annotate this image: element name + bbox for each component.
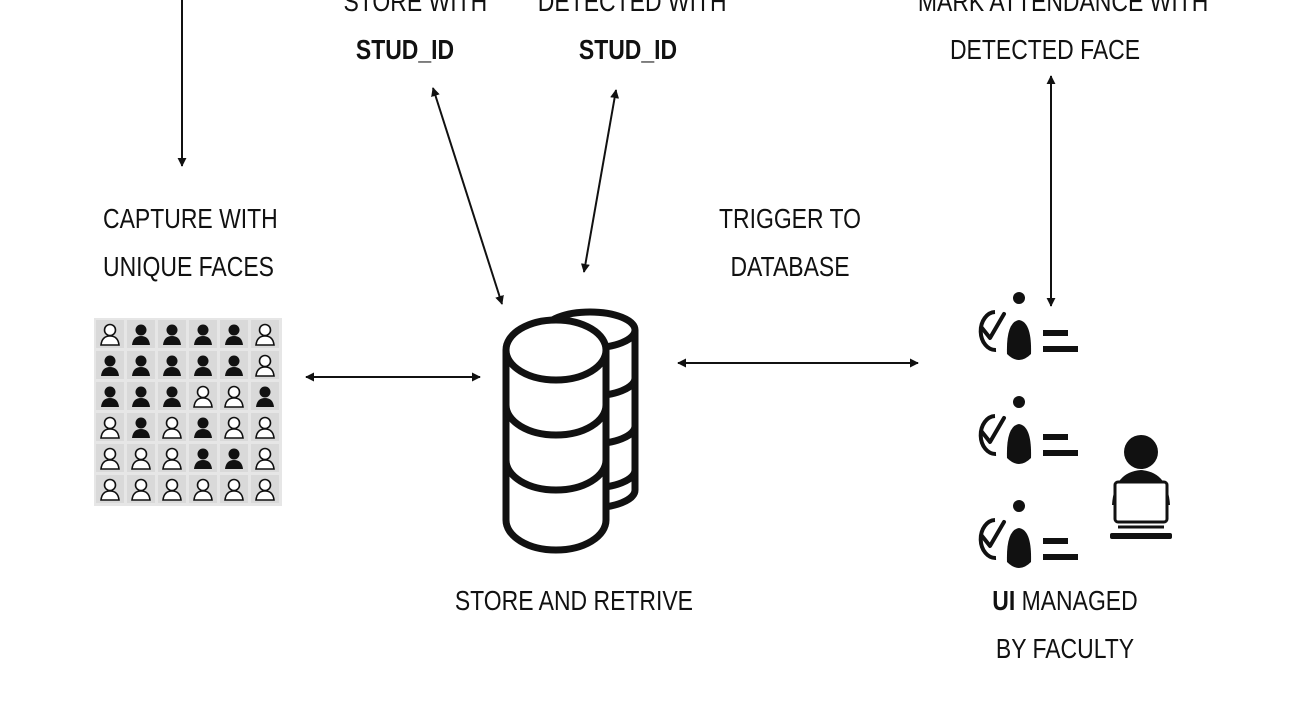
face-tile <box>220 320 248 348</box>
face-tile <box>96 413 124 441</box>
face-tile <box>251 382 279 410</box>
face-tile <box>189 475 217 503</box>
face-tile <box>220 351 248 379</box>
face-tile <box>158 413 186 441</box>
face-tile <box>158 444 186 472</box>
face-tile <box>127 320 155 348</box>
face-tile <box>220 413 248 441</box>
face-tile <box>220 444 248 472</box>
face-tile <box>96 382 124 410</box>
checklist-item <box>978 292 1078 360</box>
face-tile <box>189 351 217 379</box>
database-icon <box>502 308 639 554</box>
face-tile <box>96 444 124 472</box>
face-tile <box>189 444 217 472</box>
face-tile <box>96 320 124 348</box>
checklist-item <box>978 500 1078 568</box>
label-capture-unique-faces: CAPTURE WITH UNIQUE FACES <box>103 203 278 282</box>
face-tile <box>158 475 186 503</box>
arrow-detected-stud-id <box>580 89 620 273</box>
face-grid-icon <box>94 318 282 506</box>
face-tile <box>220 382 248 410</box>
face-tile <box>251 320 279 348</box>
face-tile <box>127 413 155 441</box>
admin-laptop-icon <box>1110 435 1172 539</box>
face-tile <box>158 351 186 379</box>
face-tile <box>189 413 217 441</box>
face-tile <box>96 475 124 503</box>
label-ui-managed-by-faculty: UI MANAGED BY FACULTY <box>992 585 1138 664</box>
face-tile <box>158 382 186 410</box>
face-tile <box>189 382 217 410</box>
label-store-with-stud-id: STORE WITH STUD_ID <box>343 0 488 65</box>
face-tile <box>251 351 279 379</box>
face-tile <box>127 444 155 472</box>
label-ui-bold: UI <box>992 585 1016 616</box>
label-detected-with-stud-id: DETECTED WITH STUD_ID <box>537 0 727 65</box>
label-store-and-retrive: STORE AND RETRIVE <box>454 585 693 616</box>
face-tile <box>189 320 217 348</box>
face-tile <box>127 351 155 379</box>
face-tile <box>96 351 124 379</box>
face-tile <box>158 320 186 348</box>
face-tile <box>251 413 279 441</box>
face-tile <box>220 475 248 503</box>
face-tile <box>127 475 155 503</box>
checklist-item <box>978 396 1078 464</box>
label-trigger-to-database: TRIGGER TO DATABASE <box>718 203 862 282</box>
face-tile <box>251 475 279 503</box>
face-tile <box>127 382 155 410</box>
label-stud-id-left: STUD_ID <box>355 34 455 65</box>
face-tile <box>251 444 279 472</box>
label-stud-id-mid: STUD_ID <box>578 34 678 65</box>
arrow-store-stud-id <box>431 87 504 305</box>
label-managed: MANAGED <box>1015 585 1138 616</box>
label-mark-attendance: MARK ATTENDANCE WITH DETECTED FACE <box>917 0 1209 65</box>
attendance-checklist-icon <box>978 292 1078 568</box>
